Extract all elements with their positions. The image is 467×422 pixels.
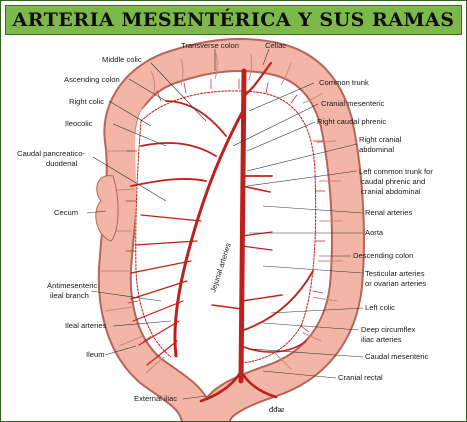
arteries — [125, 61, 326, 403]
label-transverse-colon: Transverse colon — [181, 41, 239, 50]
artist-signature: ᵭᵭᴂ — [269, 405, 284, 414]
celiac-vessel — [242, 61, 273, 98]
label-ileal-arteries: Ileal arteries — [65, 321, 107, 330]
label-caudal-pancreatico-2: duodenal — [46, 159, 78, 168]
label-right-cranial-abdominal-1: Right cranial — [359, 135, 402, 144]
label-ascending-colon: Ascending colon — [64, 75, 120, 84]
label-right-cranial-abdominal-2: abdominal — [359, 145, 394, 154]
label-testicular-1: Testicular arteries — [365, 269, 425, 278]
aorta-vessel — [238, 68, 247, 384]
label-celiac: Celiac — [265, 41, 286, 50]
label-antimesenteric-2: ileal branch — [50, 291, 89, 300]
label-left-common-trunk-2: caudal phrenic and — [361, 177, 425, 186]
label-descending-colon: Descending colon — [353, 251, 413, 260]
label-renal-arteries: Renal arteries — [365, 208, 412, 217]
cecum-shape — [95, 175, 119, 242]
label-testicular-2: or ovarian arteries — [365, 279, 426, 288]
anatomy-labels: Transverse colon Celiac Middle colic Asc… — [17, 41, 433, 414]
mesentery — [135, 81, 320, 361]
intestine — [95, 38, 365, 421]
cranial-mesenteric-vessel — [173, 109, 245, 358]
label-right-colic: Right colic — [69, 97, 104, 106]
label-caudal-pancreatico-1: Caudal pancreatico- — [17, 149, 85, 158]
leader-lines — [86, 48, 364, 400]
label-cranial-rectal: Cranial rectal — [338, 373, 383, 382]
label-antimesenteric-1: Antimesenteric — [47, 281, 97, 290]
label-cecum: Cecum — [54, 208, 78, 217]
label-middle-colic: Middle colic — [102, 55, 142, 64]
label-deep-circumflex-2: iliac arteries — [361, 335, 402, 344]
label-ileum: Ileum — [86, 350, 105, 359]
label-left-common-trunk-1: Left common trunk for — [359, 167, 433, 176]
label-aorta: Aorta — [365, 228, 384, 237]
label-cranial-mesenteric: Cranial mesenteric — [321, 99, 385, 108]
title-bar: ARTERIA MESENTÉRICA Y SUS RAMAS — [5, 5, 462, 35]
label-external-iliac: External iliac — [134, 394, 177, 403]
label-deep-circumflex-1: Deep circumflex — [361, 325, 416, 334]
label-caudal-mesenteric: Caudal mesenteric — [365, 352, 429, 361]
mesenteric-artery-illustration: Jejunal arteries — [17, 38, 433, 421]
label-left-common-trunk-3: cranial abdominal — [361, 187, 421, 196]
colon-loop-inner — [99, 40, 363, 421]
label-right-caudal-phrenic: Right caudal phrenic — [317, 117, 386, 126]
page-title: ARTERIA MESENTÉRICA Y SUS RAMAS — [12, 9, 455, 31]
label-left-colic: Left colic — [365, 303, 395, 312]
label-common-trunk: Common trunk — [319, 78, 369, 87]
label-ileocolic: Ileocolic — [65, 119, 93, 128]
